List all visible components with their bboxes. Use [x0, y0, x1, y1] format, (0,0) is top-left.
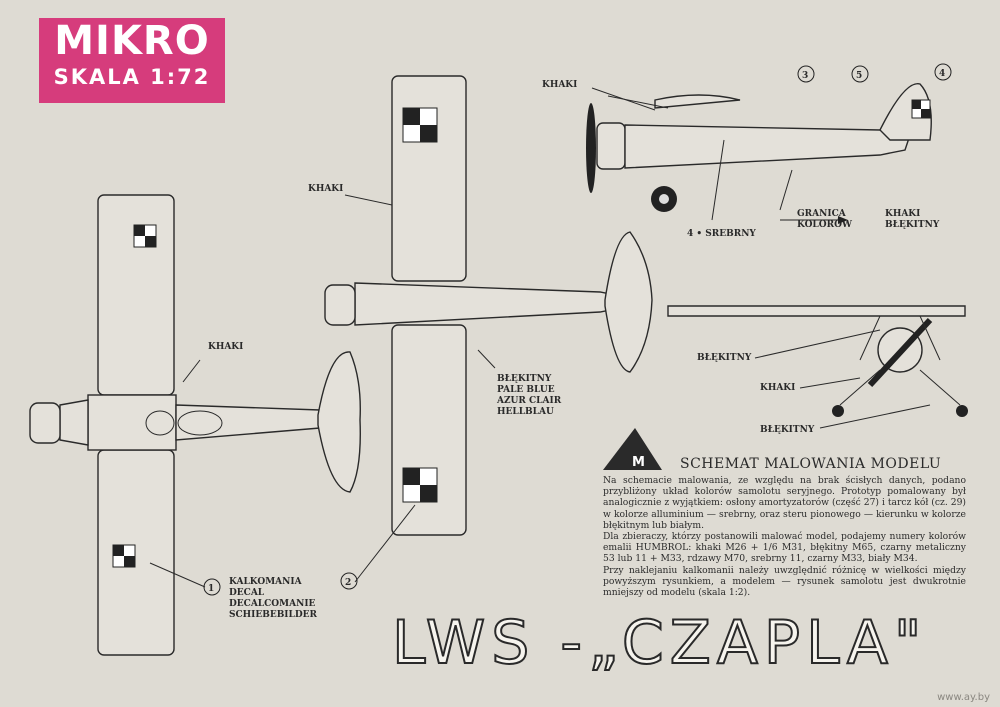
label-khaki-bottom: KHAKI: [308, 184, 343, 194]
svg-text:KALKOMANIA: KALKOMANIA: [229, 577, 303, 587]
callout-2: 2: [340, 572, 358, 590]
paragraph: Dla zbieraczy, którzy postanowili malowa…: [603, 531, 966, 565]
description-text: Na schemacie malowania, ze względu na br…: [603, 475, 966, 598]
paragraph: Na schemacie malowania, ze względu na br…: [603, 475, 966, 531]
svg-text:GRANICA: GRANICA: [797, 209, 847, 219]
callout-5: 5: [851, 65, 869, 83]
label-decal: KALKOMANIA DECAL DECALCOMANIE SCHIEBEBIL…: [229, 577, 318, 620]
svg-text:4: 4: [939, 69, 945, 79]
paragraph: Przy naklejaniu kalkomanii należy uwzglę…: [603, 564, 966, 599]
svg-text:BŁĘKITNY: BŁĘKITNY: [497, 374, 552, 384]
model-title: LWS -„CZAPLA": [391, 607, 928, 679]
svg-text:HELLBLAU: HELLBLAU: [497, 407, 554, 417]
watermark: www.ay.by: [937, 692, 990, 703]
label-blue-multilang: BŁĘKITNY PALE BLUE AZUR CLAIR HELLBLAU: [496, 374, 562, 417]
side-view-aircraft: [586, 83, 932, 221]
label-color-border: GRANICA KOLORÓW KHAKI BŁĘKITNY: [780, 209, 940, 230]
top-view-aircraft: [29, 194, 361, 656]
callout-1: 1: [203, 578, 221, 596]
label-blue-front-1: BŁĘKITNY: [697, 353, 752, 363]
logo-scale: SKALA 1:72: [53, 65, 211, 89]
svg-text:2: 2: [345, 578, 351, 588]
label-khaki-side: KHAKI: [542, 80, 577, 90]
label-khaki-front: KHAKI: [760, 383, 795, 393]
svg-text:DECAL: DECAL: [229, 588, 265, 598]
callout-3: 3: [797, 65, 815, 83]
label-srebrny: 4 • SREBRNY: [687, 229, 756, 239]
manufacturer-badge: M: [603, 428, 662, 470]
svg-text:PALE BLUE: PALE BLUE: [497, 385, 555, 395]
logo-brand: MIKRO: [54, 18, 210, 64]
section-heading: SCHEMAT MALOWANIA MODELU: [680, 456, 942, 472]
svg-text:DECALCOMANIE: DECALCOMANIE: [229, 599, 316, 609]
svg-text:AZUR CLAIR: AZUR CLAIR: [496, 396, 562, 406]
mikro-logo: MIKRO SKALA 1:72: [39, 18, 225, 103]
callout-4: 4: [934, 63, 952, 81]
front-view-aircraft: [667, 305, 968, 429]
svg-text:M: M: [632, 455, 645, 470]
svg-text:3: 3: [802, 71, 808, 81]
svg-text:1: 1: [208, 584, 214, 594]
label-khaki-top: KHAKI: [208, 342, 243, 352]
label-blue-front-2: BŁĘKITNY: [760, 425, 815, 435]
bottom-view-aircraft: [324, 75, 653, 536]
svg-text:5: 5: [856, 71, 862, 81]
svg-text:SCHIEBEBILDER: SCHIEBEBILDER: [229, 610, 318, 620]
svg-text:KHAKI: KHAKI: [885, 209, 920, 219]
svg-text:BŁĘKITNY: BŁĘKITNY: [885, 220, 940, 230]
